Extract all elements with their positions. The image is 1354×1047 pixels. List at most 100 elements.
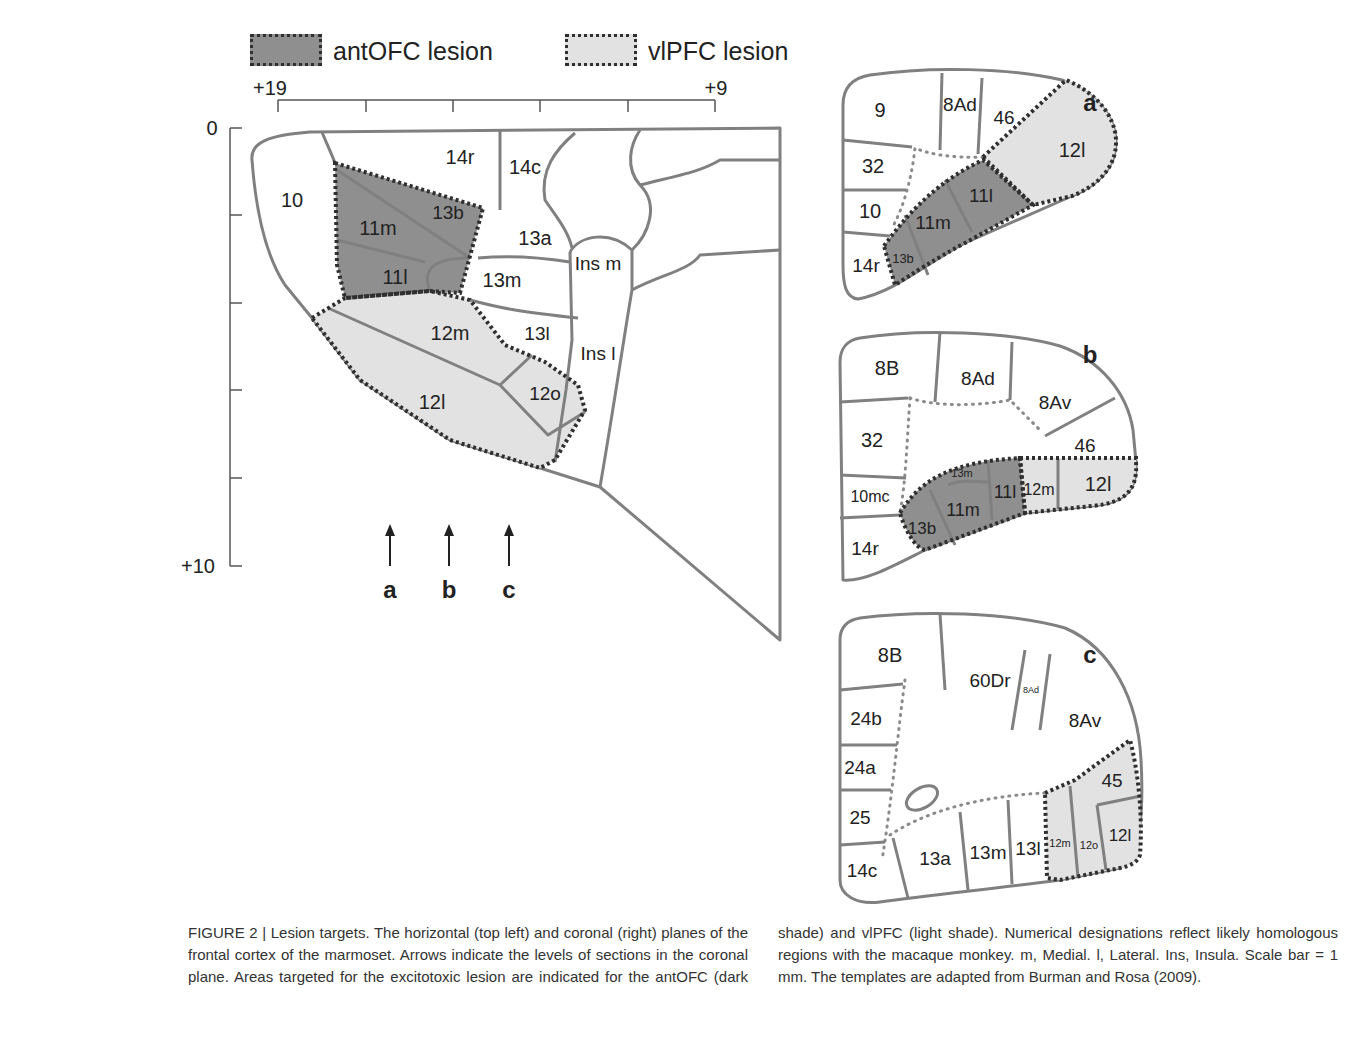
area-label: 13l xyxy=(524,324,549,343)
section-letter: b xyxy=(1083,343,1098,367)
coronal-section-line xyxy=(940,614,945,690)
area-label: 13b xyxy=(892,252,914,265)
horizontal-section-line xyxy=(252,128,780,640)
area-label: 14c xyxy=(509,157,541,177)
lesion-outline xyxy=(900,458,1025,550)
area-label: 11l xyxy=(969,186,993,205)
area-label: 46 xyxy=(1074,436,1095,455)
horizontal-section-line xyxy=(632,250,780,290)
coronal-section-line xyxy=(840,789,891,792)
coronal-section-line xyxy=(893,838,908,898)
coronal-section-line xyxy=(902,781,941,815)
coronal-section-line xyxy=(843,69,1116,299)
area-label: 8Av xyxy=(1069,711,1101,730)
coronal-section-line xyxy=(843,140,912,147)
coronal-section-line xyxy=(840,613,1142,902)
area-label: 12o xyxy=(1080,840,1098,851)
area-label: 12m xyxy=(1023,482,1054,498)
area-label: 32 xyxy=(862,156,884,176)
coronal-section-line xyxy=(948,481,988,485)
axis-value: 0 xyxy=(206,118,217,138)
area-label: 11m xyxy=(946,501,980,519)
area-label: 10 xyxy=(859,201,881,221)
lesion-area xyxy=(983,80,1116,205)
area-label: Ins m xyxy=(575,254,621,273)
coronal-section-line xyxy=(935,332,940,402)
area-label: 24a xyxy=(844,758,876,777)
area-label: 8Ad xyxy=(961,369,995,388)
coronal-section-line xyxy=(1097,796,1141,805)
area-label: 10 xyxy=(281,190,303,210)
horizontal-section-line xyxy=(499,131,502,210)
area-label: 24b xyxy=(850,709,882,728)
coronal-section-line xyxy=(940,73,942,150)
sulcus-line xyxy=(890,793,1045,835)
area-label: 13a xyxy=(919,849,951,868)
coronal-section-line xyxy=(840,398,908,402)
area-label: 10mc xyxy=(850,489,889,505)
section-letter: a xyxy=(383,578,396,602)
coronal-section-line xyxy=(840,332,1136,580)
area-label: 12m xyxy=(1049,838,1070,849)
area-label: 9 xyxy=(874,100,885,120)
coronal-section-line xyxy=(978,78,982,154)
scale-ruler-line xyxy=(278,100,715,112)
area-label: 12l xyxy=(419,392,446,412)
sulcus-line xyxy=(882,680,905,860)
horizontal-section-line xyxy=(500,355,585,435)
axis-value: +9 xyxy=(705,78,728,98)
horizontal-section-line xyxy=(640,160,780,185)
area-label: 45 xyxy=(1101,771,1122,790)
horizontal-section-line xyxy=(631,130,651,250)
coronal-section-line xyxy=(843,189,906,192)
lesion-area xyxy=(900,458,1025,550)
lesion-outline xyxy=(983,80,1116,205)
legend-text: vlPFC lesion xyxy=(648,37,788,66)
coronal-section-line xyxy=(1008,800,1012,884)
legend-text: antOFC lesion xyxy=(333,37,493,66)
area-label: 11l xyxy=(382,267,407,287)
area-label: 13m xyxy=(951,468,972,479)
area-label: 11l xyxy=(994,483,1017,501)
area-label: 14r xyxy=(852,256,879,275)
lesion-area xyxy=(312,291,585,468)
lesion-area xyxy=(1045,740,1141,880)
lesion-area xyxy=(335,163,483,298)
coronal-section-line xyxy=(840,515,900,518)
lesion-outline xyxy=(1020,458,1136,513)
area-label: 46 xyxy=(993,108,1014,127)
area-label: 12o xyxy=(529,384,561,403)
lesion-outline xyxy=(884,160,1033,285)
coronal-section-line xyxy=(840,842,885,845)
axis-value: +19 xyxy=(253,78,287,98)
coronal-section-line xyxy=(1097,805,1106,870)
area-label: 14r xyxy=(446,147,475,167)
coronal-section xyxy=(843,69,1116,299)
horizontal-section-line xyxy=(322,132,335,163)
horizontal-section-line xyxy=(570,237,632,487)
coronal-section-line xyxy=(1057,459,1060,509)
area-label: 12l xyxy=(1059,140,1086,160)
figure-caption: FIGURE 2 | Lesion targets. The horizonta… xyxy=(188,922,1338,987)
legend-swatch xyxy=(565,34,637,66)
axis-value: +10 xyxy=(181,556,215,576)
horizontal-section xyxy=(252,128,780,640)
horizontal-section-line xyxy=(478,257,570,262)
scale-ruler-line xyxy=(230,128,242,566)
section-letter: a xyxy=(1083,91,1096,115)
section-letter: c xyxy=(502,578,515,602)
sulcus-line xyxy=(900,398,910,513)
coronal-section-line xyxy=(840,684,903,690)
section-arrow-line xyxy=(385,524,514,536)
area-label: 25 xyxy=(849,808,870,827)
area-label: 8B xyxy=(878,645,902,665)
horizontal-section-line xyxy=(337,240,425,262)
lesion-area xyxy=(1020,458,1136,513)
coronal-section-line xyxy=(840,475,906,478)
area-label: 8Av xyxy=(1039,393,1071,412)
lesion-outline xyxy=(312,291,585,468)
area-label: 13b xyxy=(908,520,936,537)
area-label: 13m xyxy=(970,843,1007,862)
area-label: 13l xyxy=(1015,839,1040,858)
area-label: 8Ad xyxy=(1023,686,1039,695)
